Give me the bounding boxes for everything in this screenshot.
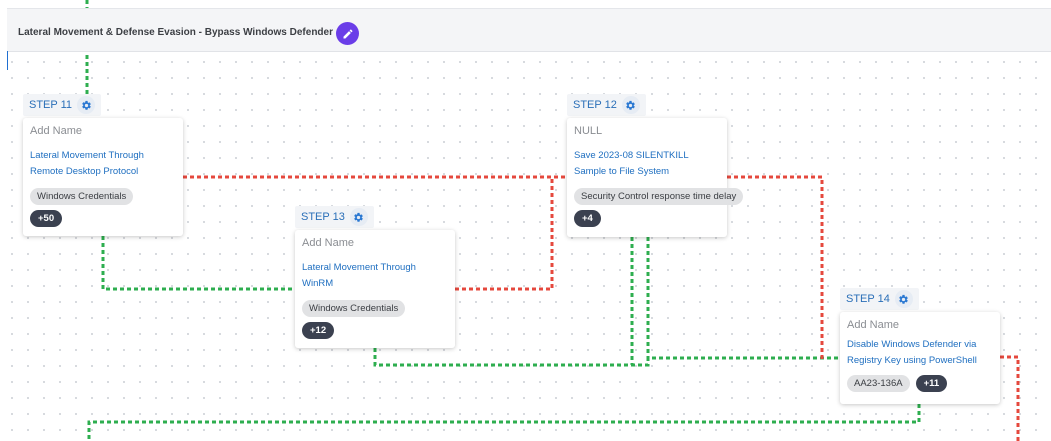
scenario-title: Lateral Movement & Defense Evasion - Byp… [18, 27, 333, 38]
step-12-name[interactable]: NULL [574, 125, 603, 137]
connector-step-13-to-step-14 [373, 348, 840, 367]
scenario-header: Lateral Movement & Defense Evasion - Byp… [7, 8, 1051, 52]
step-13-settings-button[interactable] [349, 208, 368, 226]
gear-icon [354, 212, 364, 222]
step-13-card[interactable]: Add Name Lateral Movement Through WinRM … [295, 230, 455, 348]
step-14-title: STEP 14 [846, 293, 890, 305]
connector-step-14-out [87, 404, 921, 441]
step-12-card[interactable]: NULL Save 2023-08 SILENTKILL Sample to F… [567, 118, 744, 237]
step-13-label: STEP 13 [295, 206, 374, 228]
step-11-count-badge[interactable]: +50 [30, 210, 63, 227]
step-14-name[interactable]: Add Name [847, 319, 899, 331]
step-13-tag: Windows Credentials [302, 300, 406, 317]
pencil-icon [343, 28, 353, 38]
step-13-name[interactable]: Add Name [302, 237, 354, 249]
step-12-description[interactable]: Save 2023-08 SILENTKILL Sample to File S… [574, 150, 689, 177]
fail-connector-step-13-to-step-12 [455, 177, 554, 291]
step-14-card[interactable]: Add Name Disable Windows Defender via Re… [840, 312, 1000, 404]
step-14-tag: AA23-136A [847, 375, 910, 392]
step-12-label: STEP 12 [567, 94, 646, 116]
fail-connector-step-14-out [1000, 355, 1020, 441]
step-11-settings-button[interactable] [77, 96, 96, 114]
step-12-count-badge[interactable]: +4 [574, 210, 601, 227]
step-11-tag: Windows Credentials [30, 188, 134, 205]
step-14-label: STEP 14 [840, 288, 919, 310]
step-14-count-badge[interactable]: +11 [915, 375, 948, 392]
step-14-description[interactable]: Disable Windows Defender via Registry Ke… [847, 339, 977, 366]
step-11-description[interactable]: Lateral Movement Through Remote Desktop … [30, 150, 144, 177]
step-11-label: STEP 11 [23, 94, 102, 116]
step-14-settings-button[interactable] [894, 290, 913, 308]
step-13-description[interactable]: Lateral Movement Through WinRM [302, 262, 416, 289]
step-12-settings-button[interactable] [621, 96, 640, 114]
connector-step-11-to-step-13 [101, 236, 377, 348]
gear-icon [81, 100, 91, 110]
gear-icon [626, 100, 636, 110]
step-12-tag: Security Control response time delay [574, 188, 744, 205]
edit-title-button[interactable] [336, 22, 359, 45]
step-11-title: STEP 11 [29, 99, 73, 111]
step-13-count-badge[interactable]: +12 [302, 322, 335, 339]
header-accent-line [7, 51, 8, 70]
step-12-title: STEP 12 [573, 99, 617, 111]
step-11-card[interactable]: Add Name Lateral Movement Through Remote… [23, 118, 183, 236]
step-11-name[interactable]: Add Name [30, 125, 82, 137]
gear-icon [899, 294, 909, 304]
step-13-title: STEP 13 [301, 211, 345, 223]
fail-connector-step-12-to-step-14 [727, 175, 824, 360]
